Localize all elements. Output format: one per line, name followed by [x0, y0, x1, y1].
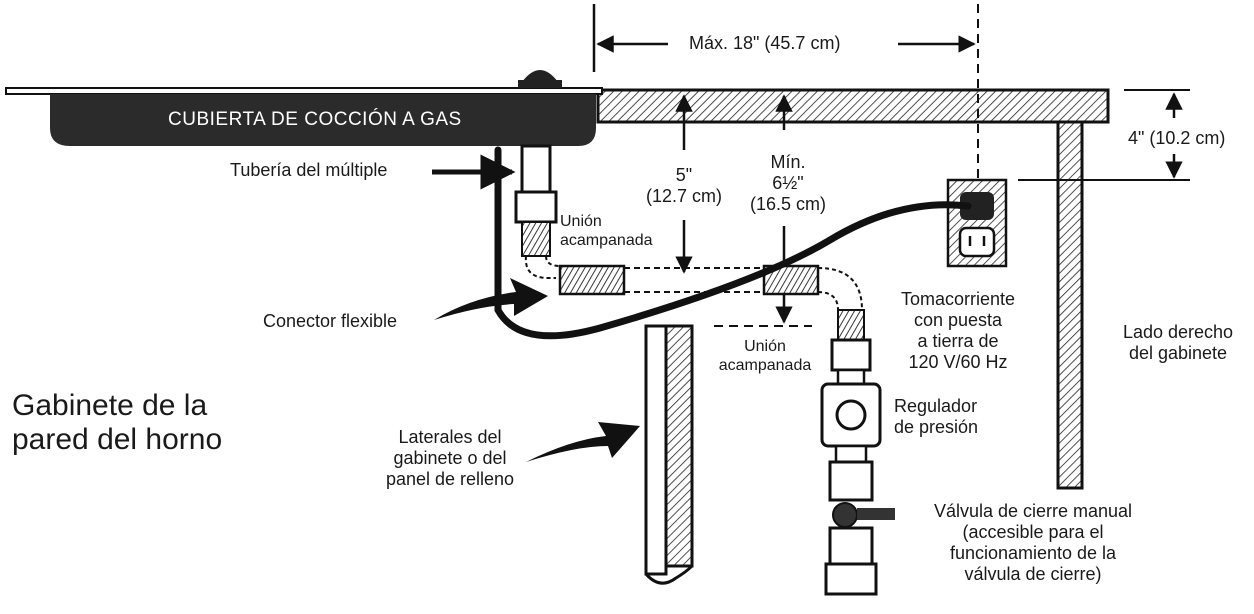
power-cord — [494, 146, 972, 340]
right-cabinet-side — [1056, 120, 1084, 490]
side-panels-label-arrow — [526, 422, 640, 462]
max-dimension-label: Máx. 18" (45.7 cm) — [689, 33, 841, 53]
dim-5-label: 5" (12.7 cm) — [645, 165, 723, 206]
flare-union-bottom-label: Unión acampanada — [718, 338, 812, 374]
outlet-label: Tomacorriente con puesta a tierra de 120… — [900, 289, 1016, 372]
clearance-label: 4" (10.2 cm) — [1128, 128, 1226, 148]
right-cabinet-label: Lado derecho del gabinete — [1122, 322, 1234, 363]
side-panels-label: Laterales del gabinete o del panel de re… — [385, 427, 515, 489]
pressure-regulator-label: Regulador de presión — [894, 396, 979, 437]
flex-connector-label-arrow — [434, 278, 548, 320]
manifold-pipe-label: Tubería del múltiple — [230, 160, 388, 180]
flex-connector-label: Conector flexible — [263, 311, 398, 331]
shutoff-valve-label: Válvula de cierre manual (accesible para… — [933, 501, 1133, 584]
flexible-connector — [524, 255, 863, 311]
gas-cooktop — [5, 70, 603, 146]
oven-cabinet-side — [644, 324, 694, 585]
flare-union-top-label: Unión acampanada — [560, 213, 653, 249]
dim-min-label: Mín. 6½" (16.5 cm) — [749, 152, 827, 214]
manifold-pipe — [514, 144, 558, 257]
cooktop-label: CUBIERTA DE COCCIÓN A GAS — [168, 109, 462, 130]
countertop — [596, 88, 1110, 124]
regulator-valve-assembly — [820, 309, 895, 596]
oven-cabinet-label: Gabinete de la pared del horno — [12, 389, 223, 456]
grounded-outlet — [946, 178, 1008, 268]
